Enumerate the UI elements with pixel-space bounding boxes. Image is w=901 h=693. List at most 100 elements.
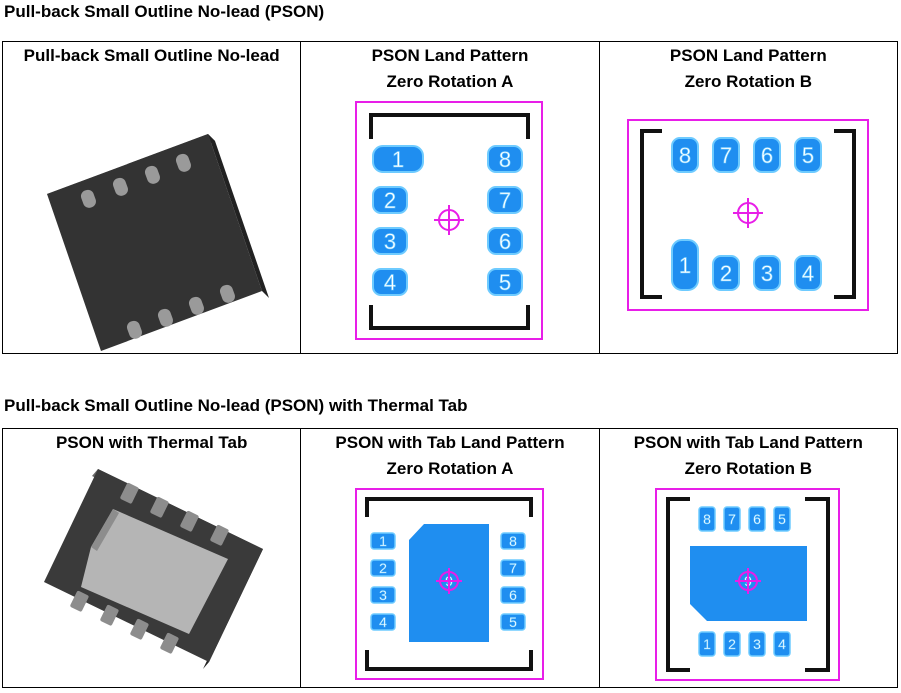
pad-8 — [500, 532, 527, 550]
pad-6 — [747, 506, 766, 532]
cell-title-line: PSON Land Pattern — [669, 46, 827, 65]
pad-8 — [697, 506, 716, 532]
pad-1 — [670, 239, 699, 291]
silkscreen-left — [665, 497, 690, 672]
pad-5 — [500, 613, 527, 631]
courtyard-outline — [355, 101, 544, 340]
pad-label: 4 — [384, 270, 396, 295]
tab-land-pattern-a: 1 2 3 4 5 6 7 8 9 — [355, 488, 545, 680]
tab-land-pattern-b: 8 7 6 5 1 2 3 4 9 — [654, 488, 840, 681]
pson-table: Pull-back Small Outline No-lead — [1, 41, 899, 354]
pad-3 — [372, 227, 409, 255]
pad-label: 4 — [802, 261, 814, 286]
pad-label: 7 — [509, 560, 517, 576]
package-3d-render — [47, 134, 269, 351]
pad-label: 3 — [379, 587, 387, 603]
pad-7 — [500, 559, 527, 577]
pad-label: 8 — [509, 533, 517, 549]
pad-1 — [697, 631, 716, 657]
pad-label: 1 — [392, 147, 404, 172]
pad-label: 3 — [753, 636, 761, 652]
pad-4 — [772, 631, 791, 657]
pad-2 — [370, 559, 397, 577]
section-heading-pson-thermal-tab: Pull-back Small Outline No-lead (PSON) w… — [4, 396, 468, 415]
pad-label: 8 — [679, 143, 691, 168]
pad-label: 5 — [499, 270, 511, 295]
pad-5 — [772, 506, 791, 532]
pad-group — [372, 145, 524, 296]
pad-7 — [711, 137, 740, 173]
pad-5 — [793, 137, 822, 173]
pad-5 — [487, 268, 524, 296]
courtyard-outline — [355, 488, 545, 680]
pad-3 — [370, 586, 397, 604]
cell-title: Pull-back Small Outline No-lead — [3, 42, 300, 69]
silkscreen-left — [639, 129, 662, 299]
cell-title: PSON with Tab Land Pattern Zero Rotation… — [301, 429, 598, 482]
pad-label: 7 — [499, 188, 511, 213]
pad-label: 2 — [384, 188, 396, 213]
courtyard-outline — [654, 488, 840, 681]
pad-label: 1 — [379, 533, 387, 549]
package-3d-render-thermal-tab — [44, 469, 263, 669]
pad-label: 6 — [761, 143, 773, 168]
pad-label: 4 — [778, 636, 786, 652]
pad-6 — [487, 227, 524, 255]
pad-2 — [711, 255, 740, 291]
pson-thermal-tab-table: PSON with Thermal Tab — [1, 428, 899, 688]
pad-label: 6 — [753, 511, 761, 527]
cell-title: PSON Land Pattern Zero Rotation A — [301, 42, 598, 95]
land-pattern-a: 1 2 3 4 5 6 7 8 — [355, 101, 544, 340]
cell-pson-tab-land-pattern-b: PSON with Tab Land Pattern Zero Rotation… — [598, 428, 899, 688]
centroid-marker — [436, 568, 463, 594]
pad-7 — [487, 186, 524, 214]
pad-label: 3 — [761, 261, 773, 286]
pad-label: 7 — [728, 511, 736, 527]
pad-8 — [670, 137, 699, 173]
pad-label: 2 — [379, 560, 387, 576]
pad-6 — [500, 586, 527, 604]
silkscreen-right — [804, 497, 830, 672]
cell-pson-land-pattern-b: PSON Land Pattern Zero Rotation B — [598, 41, 899, 354]
courtyard-outline — [626, 119, 869, 311]
pad-group — [697, 506, 791, 657]
section-heading-pson: Pull-back Small Outline No-lead (PSON) — [4, 2, 325, 21]
pad-7 — [722, 506, 741, 532]
pad-label: 1 — [703, 636, 711, 652]
pad-label: 5 — [778, 511, 786, 527]
pad-label: 8 — [703, 511, 711, 527]
pad-group — [670, 137, 822, 291]
silkscreen-top — [369, 113, 531, 139]
centroid-marker — [434, 205, 465, 235]
land-pattern-b: 8 7 6 5 1 2 3 4 — [626, 119, 869, 311]
cell-title: PSON with Tab Land Pattern Zero Rotation… — [600, 429, 897, 482]
pad-label: 7 — [720, 143, 732, 168]
pad-label: 6 — [509, 587, 517, 603]
thermal-tab — [81, 509, 228, 634]
pad-label: 5 — [802, 143, 814, 168]
pad-label: 2 — [728, 636, 736, 652]
cell-title-line: PSON Land Pattern — [371, 46, 529, 65]
pad-label: 3 — [384, 229, 396, 254]
cell-pson-3d: Pull-back Small Outline No-lead — [1, 41, 302, 354]
pad-label: 5 — [509, 614, 517, 630]
cell-title-line: Pull-back Small Outline No-lead — [23, 46, 280, 65]
pad-group — [370, 532, 527, 631]
cell-pson-land-pattern-a: PSON Land Pattern Zero Rotation A — [300, 41, 600, 354]
pad-label: 1 — [679, 253, 691, 278]
silkscreen-top — [365, 497, 534, 517]
pad-4 — [370, 613, 397, 631]
pad-1 — [370, 532, 397, 550]
cell-title-line: Zero Rotation B — [684, 72, 813, 91]
cell-title: PSON Land Pattern Zero Rotation B — [600, 42, 897, 95]
pad-4 — [372, 268, 409, 296]
pad-3 — [752, 255, 781, 291]
pad-6 — [752, 137, 781, 173]
silkscreen-bottom — [369, 305, 531, 330]
pad-2 — [722, 631, 741, 657]
pad-label: 2 — [720, 261, 732, 286]
pad-4 — [793, 255, 822, 291]
cell-title: PSON with Thermal Tab — [3, 429, 300, 456]
centroid-marker — [732, 198, 763, 228]
silkscreen-right — [833, 129, 856, 299]
